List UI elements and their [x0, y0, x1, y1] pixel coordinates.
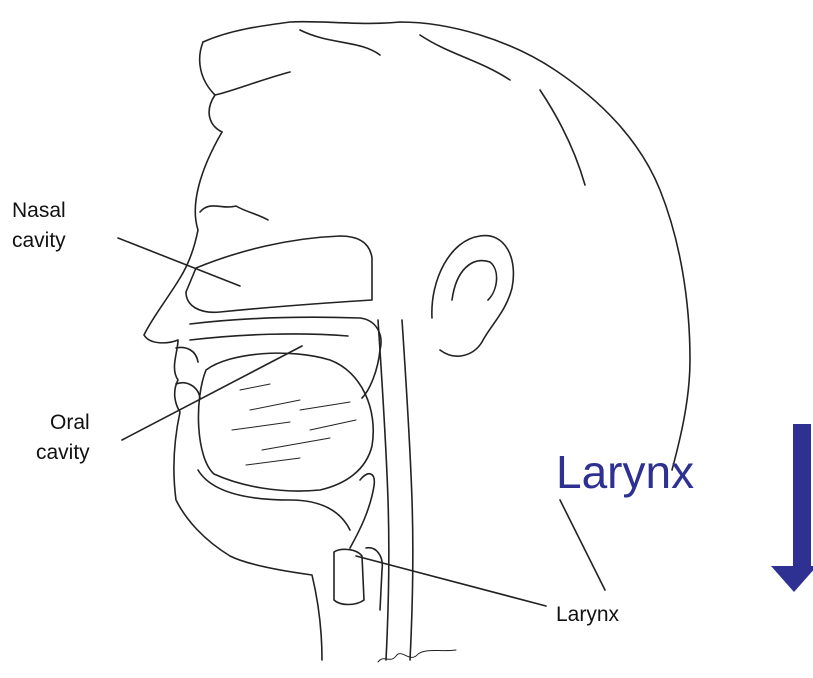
nasal-cavity-outline [186, 236, 372, 312]
oral-cavity-leader-line [122, 346, 302, 440]
down-arrow-icon [771, 424, 813, 592]
lips-teeth [176, 348, 200, 398]
nasal-label-line1: Nasal [12, 196, 66, 226]
larynx-label: Larynx [556, 600, 619, 630]
tongue-texture [232, 384, 356, 465]
face-profile [144, 132, 322, 660]
nasal-label-line2: cavity [12, 226, 66, 256]
palate [190, 317, 381, 398]
larynx-leader-line [356, 556, 546, 606]
larynx-callout: Larynx [556, 442, 694, 502]
oral-label-line1: Oral [36, 408, 90, 438]
neck-back [560, 500, 605, 590]
oral-cavity-label: Oral cavity [36, 408, 90, 468]
eyebrow [200, 206, 268, 220]
epiglottis [350, 474, 374, 548]
nasal-cavity-label: Nasal cavity [12, 196, 66, 256]
ear [432, 236, 514, 357]
jaw-floor [198, 470, 350, 530]
head-outline [203, 22, 690, 470]
signature [378, 650, 456, 662]
oral-label-line2: cavity [36, 438, 90, 468]
pharynx-wall [378, 320, 413, 660]
